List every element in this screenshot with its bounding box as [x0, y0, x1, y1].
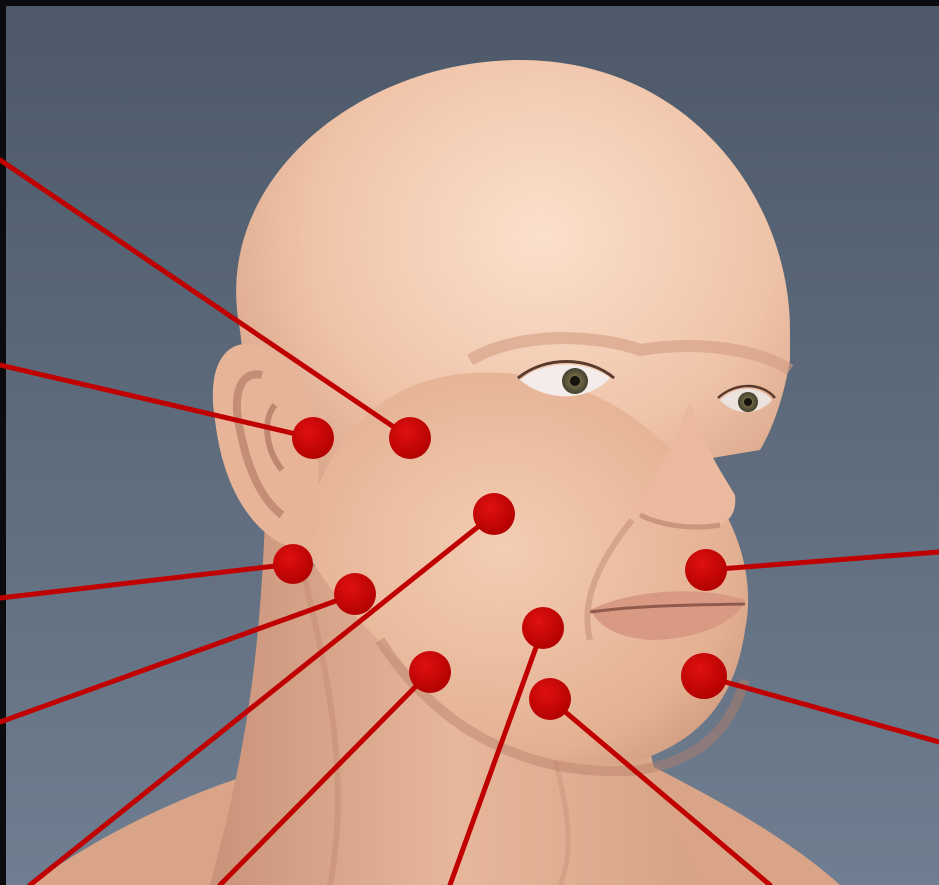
red-dot-icon[interactable]: [473, 493, 515, 535]
red-dot-icon[interactable]: [685, 549, 727, 591]
far-pupil: [744, 398, 752, 406]
red-dot-icon[interactable]: [389, 417, 431, 459]
red-dot-icon[interactable]: [409, 651, 451, 693]
red-dot-icon[interactable]: [522, 607, 564, 649]
near-pupil: [570, 376, 580, 386]
red-dot-icon[interactable]: [273, 544, 313, 584]
red-dot-icon[interactable]: [292, 417, 334, 459]
red-dot-icon[interactable]: [334, 573, 376, 615]
red-dot-icon[interactable]: [681, 653, 727, 699]
red-dot-icon[interactable]: [529, 678, 571, 720]
